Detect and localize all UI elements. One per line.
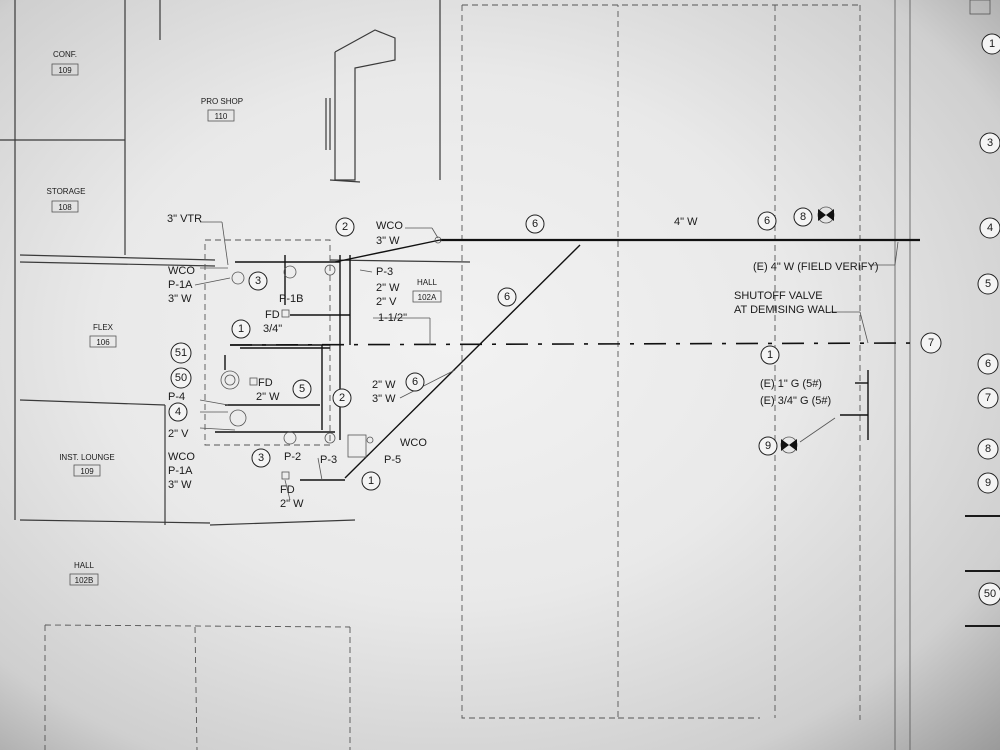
building-walls [0,0,471,526]
keynote-5: 5 [299,383,305,395]
schedule-keynote-5: 5 [985,278,991,290]
note-2w-3: 2" W [372,379,396,391]
meter-symbols [780,206,835,454]
keynote-7: 7 [928,337,934,349]
note-1-5: 1-1/2" [378,312,407,324]
schedule-keynote-7: 7 [985,392,991,404]
schedule-keynote-8: 8 [985,443,991,455]
room-labels: CONF. 109 PRO SHOP 110 STORAGE 108 FLEX … [47,50,438,585]
keynote-8: 8 [800,211,806,223]
room-name-pro-shop: PRO SHOP [201,97,243,106]
keynote-3a: 3 [255,275,261,287]
room-name-flex: FLEX [93,323,114,332]
note-shutoff-1: SHUTOFF VALVE [734,290,823,302]
room-number-hall-102b: 102B [75,576,94,585]
room-number-boxes [51,63,442,586]
note-fd-3: FD [280,484,295,496]
note-p3-1: P-3 [376,266,393,278]
keynote-1c: 1 [767,349,773,361]
tenant-space-outlines [44,0,911,750]
pipe-annotations: 3" VTR WCO P-1A 3" W P-1B WCO 3" W P-3 2… [167,213,879,510]
keynote-6d: 6 [764,215,770,227]
note-fd-1: FD [265,309,280,321]
keynote-4: 4 [175,406,181,418]
note-gas-1in: (E) 1" G (5#) [760,378,822,390]
keynote-schedule-margin: 1 3 4 5 6 7 8 9 50 [965,0,1000,627]
schedule-keynote-1: 1 [989,38,995,50]
room-number-flex: 106 [96,338,110,347]
keynote-50a: 50 [175,372,187,384]
note-2w-4: 2" W [280,498,304,510]
note-2v-2: 2" V [168,428,189,440]
keynote-6a: 6 [412,376,418,388]
note-p1a-2: P-1A [168,465,193,477]
note-fd-2: FD [258,377,273,389]
keynote-2a: 2 [342,221,348,233]
note-wco-3: WCO [400,437,427,449]
fixtures [220,236,442,480]
waste-piping [215,238,920,481]
note-existing-4w: (E) 4" W (FIELD VERIFY) [753,261,879,273]
note-wco-2: WCO [376,220,403,232]
gas-piping [229,342,921,440]
room-name-inst-lounge: INST. LOUNGE [59,453,115,462]
note-4w: 4" W [674,216,698,228]
note-p1b: P-1B [279,293,303,305]
note-3w-4: 3" W [168,479,192,491]
note-vtr: 3" VTR [167,213,202,225]
schedule-keynote-3: 3 [987,137,993,149]
keynote-6c: 6 [532,218,538,230]
room-name-conf: CONF. [53,50,77,59]
note-p2: P-2 [284,451,301,463]
note-wco-1: WCO [168,265,195,277]
note-p4: P-4 [168,391,185,403]
note-3w-3: 3" W [372,393,396,405]
note-p3-2: P-3 [320,454,337,466]
note-wco-4: WCO [168,451,195,463]
keynote-51: 51 [175,347,187,359]
leader-lines [194,221,899,501]
schedule-keynote-50: 50 [984,588,996,600]
note-p1a-1: P-1A [168,279,193,291]
note-2w-2: 2" W [256,391,280,403]
note-3-4: 3/4" [263,323,282,335]
room-name-storage: STORAGE [47,187,86,196]
room-number-pro-shop: 110 [215,112,228,121]
room-name-hall-102b: HALL [74,561,95,570]
room-number-hall-102a: 102A [418,293,437,302]
schedule-keynote-4: 4 [987,222,993,234]
room-number-inst-lounge: 109 [80,467,94,476]
note-gas-3-4in: (E) 3/4" G (5#) [760,395,831,407]
note-shutoff-2: AT DEMISING WALL [734,304,837,316]
room-name-hall-102a: HALL [417,278,438,287]
keynote-bubbles: 2 3 1 51 50 4 5 2 3 1 6 6 6 6 8 1 7 9 [168,207,942,491]
keynote-3b: 3 [258,452,264,464]
keynote-9: 9 [765,440,771,452]
schedule-keynote-6: 6 [985,358,991,370]
keynote-1a: 1 [238,323,244,335]
room-number-storage: 108 [58,203,72,212]
note-2w-1: 2" W [376,282,400,294]
note-2v-1: 2" V [376,296,397,308]
keynote-6b: 6 [504,291,510,303]
note-3w-2: 3" W [376,235,400,247]
note-3w-1: 3" W [168,293,192,305]
keynote-2b: 2 [339,392,345,404]
room-number-conf: 109 [58,66,72,75]
keynote-1b: 1 [368,475,374,487]
schedule-keynote-9: 9 [985,477,991,489]
note-p5: P-5 [384,454,401,466]
